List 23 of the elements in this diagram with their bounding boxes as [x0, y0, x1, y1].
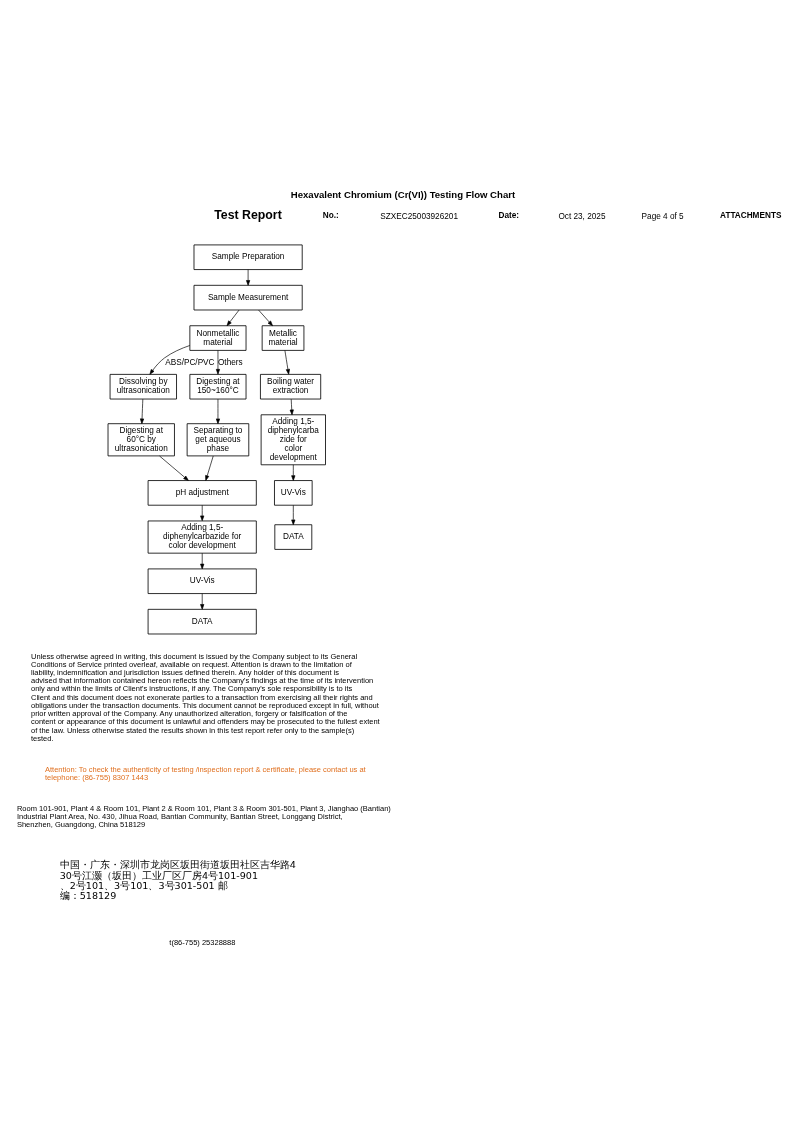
arrow: [226, 309, 240, 327]
label: Room 101-901, Plant 4 & Room 101, Plant 2 & Room 101, Plant 3 & Room 301-501, Plant 3, Jianghao (Bantian) Industrial Plant Area, No. 430, Jihua Road, Bantian Community, Bantian Street, Longgang District, Shenzhen, Guangdong, China 518129: [16, 803, 391, 830]
arrow: [215, 398, 220, 425]
label: 中国・广东・深圳市龙岗区坂田街道坂田社区吉华路430号江灏（坂田）工业厂区厂房4号101-901、2号101、3号101、3号301-501 邮编：518129: [59, 859, 296, 902]
arrow: [149, 345, 191, 375]
arrow: [246, 269, 251, 286]
arrow: [159, 455, 189, 481]
arrow: [289, 398, 294, 416]
arrow: [140, 398, 145, 425]
arrow: [258, 309, 273, 327]
label: Attention: To check the authenticity of testing /inspection report & certificate, please contact us at telephone: (86-755) 8307 1443: [45, 764, 366, 782]
arrow: [200, 504, 205, 522]
arrow: [200, 593, 205, 610]
arrow: [284, 350, 290, 375]
arrow: [215, 350, 220, 375]
label: Test Report: [214, 208, 282, 223]
arrow: [291, 464, 296, 481]
label: Unless otherwise agreed in writing, this document is issued by the Company subject to its General Conditions of Service printed overleaf, available on request. Attention is drawn to the limitation of liability, indemnification and jurisdiction issues defined therein. Any holder of this document is advised that information contained hereon reflects the Company's findings at the time of its intervention only and within the limits of Client's instructions, if any. The Company's sole responsibility is to its Client and this document does not exonerate parties to a transaction from exercising all their rights and obligations under the transaction documents. This document cannot be reproduced except in full, without prior written approval of the Company. Any unauthorized alteration, forgery or falsification of the content or appearance of this document is unlawful and offenders may be prosecuted to the fullest extent of the law. Unless otherwise stated the results shown in this test report refer only to the sample(s) tested.: [30, 651, 380, 743]
label: t(86-755) 25328888: [169, 937, 236, 947]
arrow: [200, 552, 205, 570]
arrow: [205, 455, 214, 481]
diagram-title: Hexavalent Chromium (Cr(VI)) Testing Flow Chart: [290, 189, 516, 201]
arrow: [291, 504, 296, 526]
